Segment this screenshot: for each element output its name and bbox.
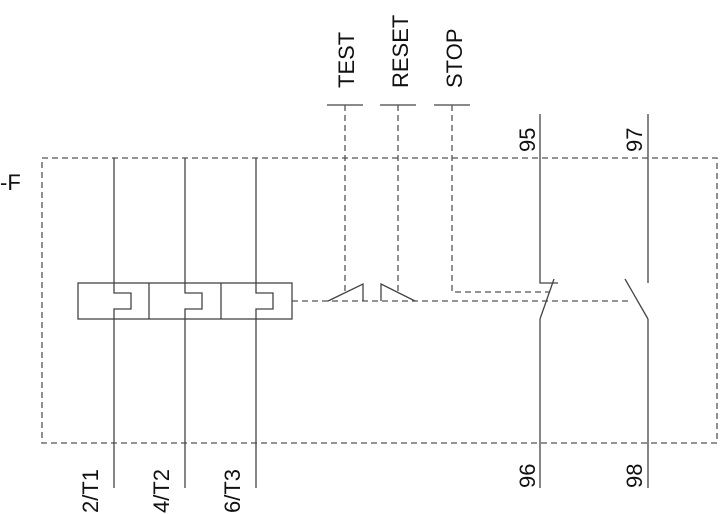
reset-wedge bbox=[380, 282, 416, 302]
terminal-97: 97 bbox=[622, 128, 647, 152]
terminal-95: 95 bbox=[515, 128, 540, 152]
terminal-4-t2: 4/T2 bbox=[149, 469, 174, 513]
terminal-2-t1: 2/T1 bbox=[78, 469, 103, 513]
thermal-trip-elements bbox=[77, 158, 293, 488]
terminal-6-t3: 6/T3 bbox=[220, 469, 245, 513]
terminal-98: 98 bbox=[622, 464, 647, 488]
terminal-96: 96 bbox=[515, 464, 540, 488]
test-actuator: TEST bbox=[327, 32, 363, 292]
device-label: -F bbox=[0, 170, 21, 195]
reset-actuator: RESET bbox=[380, 15, 416, 292]
stop-actuator: STOP bbox=[434, 28, 550, 293]
test-trip-wedge bbox=[327, 282, 364, 302]
test-label: TEST bbox=[334, 32, 359, 88]
nc-contact-95-96 bbox=[539, 114, 558, 488]
no-contact-97-98 bbox=[624, 114, 649, 488]
stop-label: STOP bbox=[442, 28, 467, 88]
reset-label: RESET bbox=[388, 15, 413, 88]
